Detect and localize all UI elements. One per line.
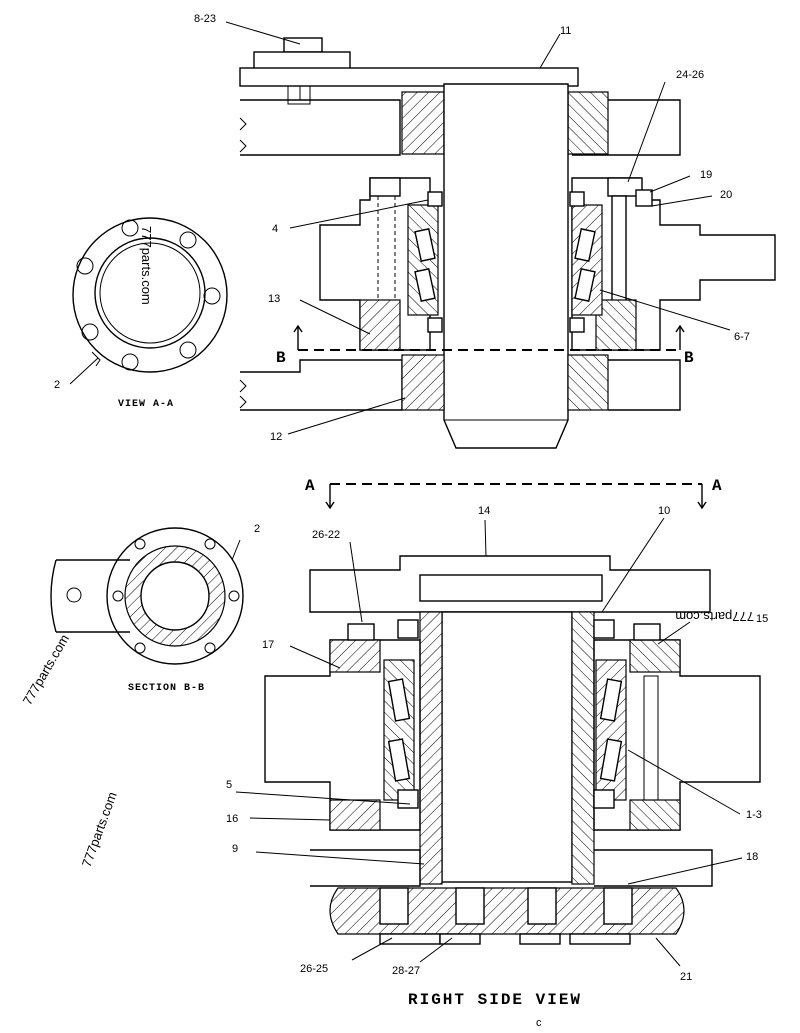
watermark-1: 777parts.com <box>139 226 154 305</box>
caption-right-side-view: RIGHT SIDE VIEW <box>408 991 582 1009</box>
bottom-assembly <box>235 517 761 967</box>
label-9: 9 <box>232 843 238 855</box>
section-markers: B B A A <box>276 349 724 495</box>
top-assembly <box>225 21 776 449</box>
callout-labels: 8-23 11 24-26 19 20 4 13 6-7 12 2 14 10 … <box>54 13 768 983</box>
base-plate-21 <box>329 887 685 935</box>
caption-section-bb: SECTION B-B <box>128 683 205 694</box>
captions: VIEW A-A SECTION B-B RIGHT SIDE VIEW c <box>118 399 582 1029</box>
view-aa <box>69 217 228 385</box>
watermark-3: 777parts.com <box>79 790 120 869</box>
section-bb <box>50 527 244 665</box>
cap-13 <box>359 299 401 351</box>
watermark-2: 777parts.com <box>20 632 72 708</box>
shaft-pin <box>443 83 569 449</box>
cap-17 <box>329 639 381 673</box>
cap-16 <box>329 799 381 831</box>
label-2-top: 2 <box>54 379 60 391</box>
label-11: 11 <box>560 25 571 37</box>
label-26-22: 26-22 <box>312 529 340 541</box>
marker-b-left: B <box>276 349 288 367</box>
boss-left <box>401 91 445 155</box>
label-4: 4 <box>272 223 278 235</box>
label-8-23: 8-23 <box>194 13 216 25</box>
label-19: 19 <box>700 169 712 181</box>
boss-12 <box>401 354 445 411</box>
label-14: 14 <box>478 505 490 517</box>
label-21: 21 <box>680 971 692 983</box>
sleeve-left-9 <box>419 611 443 885</box>
section-line-aa <box>325 483 707 510</box>
frame-left-upper <box>240 99 401 156</box>
label-15: 15 <box>756 613 768 625</box>
label-24-26: 24-26 <box>676 69 704 81</box>
sleeve-right-10 <box>571 611 595 885</box>
label-5: 5 <box>226 779 232 791</box>
marker-a-left: A <box>305 477 317 495</box>
shaft-lower <box>441 611 573 883</box>
bolt-head-8-23 <box>283 37 323 53</box>
watermark-4: 777parts.com <box>675 609 754 624</box>
marker-a-right: A <box>712 477 724 495</box>
plate-11 <box>239 67 579 87</box>
label-1-3: 1-3 <box>746 809 762 821</box>
label-18: 18 <box>746 851 758 863</box>
label-2-mid: 2 <box>254 523 260 535</box>
label-26-25: 26-25 <box>300 963 328 975</box>
caption-view-aa: VIEW A-A <box>118 399 174 410</box>
label-13: 13 <box>268 293 280 305</box>
label-6-7: 6-7 <box>734 331 750 343</box>
marker-b-right: B <box>684 349 696 367</box>
boss-right <box>567 91 609 155</box>
cap-15 <box>629 639 681 673</box>
label-12: 12 <box>270 431 282 443</box>
label-16: 16 <box>226 813 238 825</box>
label-10: 10 <box>658 505 670 517</box>
label-20: 20 <box>720 189 732 201</box>
frame-right-upper <box>572 99 681 156</box>
frame-left-lower <box>240 359 403 411</box>
label-17: 17 <box>262 639 274 651</box>
footer-mark: c <box>536 1017 542 1028</box>
label-28-27: 28-27 <box>392 965 420 977</box>
